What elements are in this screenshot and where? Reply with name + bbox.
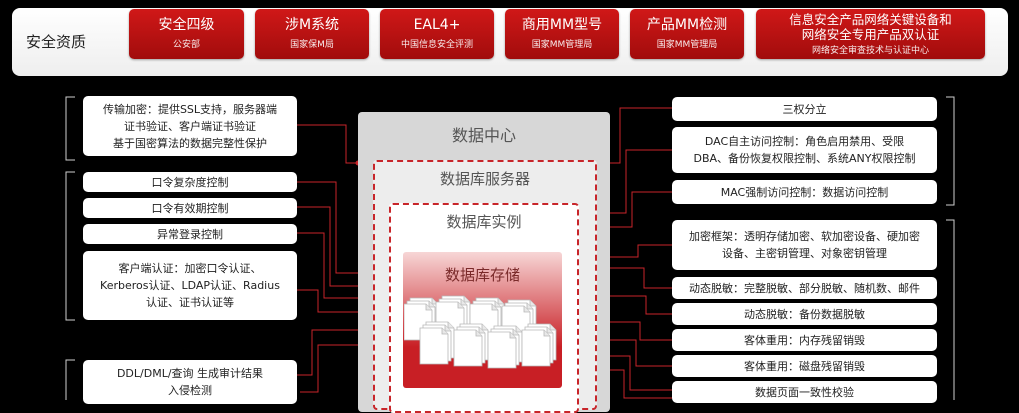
data-center-label: 数据中心 xyxy=(451,126,516,145)
dac-control-box: DAC自主访问控制：角色启用禁用、受限 DBA、备份恢复权限控制、系统ANY权限… xyxy=(672,127,937,173)
audit-intrusion-box: DDL/DML/查询 生成审计结果 入侵检测 xyxy=(83,360,297,404)
cert-classified-system: 涉M系统 国家保M局 xyxy=(255,9,369,59)
left-bracket xyxy=(65,359,75,400)
cert-dual-certification: 信息安全产品网络关键设备和 网络安全专用产品双认证 网络安全审查技术与认证中心 xyxy=(756,9,985,59)
cert-title: 安全四级 xyxy=(158,17,215,33)
memory-residue-box: 客体重用：内存残留销毁 xyxy=(672,329,937,351)
mac-control-box: MAC强制访问控制：数据访问控制 xyxy=(672,180,937,204)
db-instance-label: 数据库实例 xyxy=(446,213,522,231)
separation-of-powers-box: 三权分立 xyxy=(672,97,937,121)
cert-title: 商用MM型号 xyxy=(521,17,603,33)
cert-commercial-model: 商用MM型号 国家MM管理局 xyxy=(505,9,619,59)
db-storage-label: 数据库存储 xyxy=(444,266,520,284)
backup-masking-box: 动态脱敏：备份数据脱敏 xyxy=(672,303,937,325)
page-consistency-box: 数据页面一致性校验 xyxy=(672,381,937,403)
password-expiry-box: 口令有效期控制 xyxy=(83,198,297,218)
cert-title: 信息安全产品网络关键设备和 网络安全专用产品双认证 xyxy=(789,12,952,42)
dynamic-masking-box: 动态脱敏：完整脱敏、部分脱敏、随机数、邮件 xyxy=(672,277,937,299)
cert-issuer: 公安部 xyxy=(172,40,200,50)
cert-issuer: 国家保M局 xyxy=(290,40,334,50)
encryption-framework-box: 加密框架：透明存储加密、软加密设备、硬加密 设备、主密钥管理、对象密钥管理 xyxy=(672,220,937,270)
cert-product-testing: 产品MM检测 国家MM管理局 xyxy=(630,9,744,59)
right-bracket xyxy=(946,96,955,206)
password-complexity-box: 口令复杂度控制 xyxy=(83,172,297,192)
left-bracket xyxy=(65,96,75,161)
left-bracket xyxy=(65,171,75,321)
db-server-label: 数据库服务器 xyxy=(439,170,530,188)
cert-eal4: EAL4+ 中国信息安全评测 xyxy=(380,9,494,59)
cert-title: 产品MM检测 xyxy=(646,17,728,33)
cert-title: 涉M系统 xyxy=(284,17,340,33)
disk-residue-box: 客体重用：磁盘残留销毁 xyxy=(672,355,937,377)
cert-title: EAL4+ xyxy=(413,17,461,33)
transport-encryption-box: 传输加密：提供SSL支持，服务器端 证书验证、客户端证书验证 基于国密算法的数据… xyxy=(83,96,297,156)
abnormal-login-box: 异常登录控制 xyxy=(83,224,297,244)
cert-issuer: 国家MM管理局 xyxy=(656,40,718,50)
cert-issuer: 中国信息安全评测 xyxy=(400,40,473,50)
qualification-title: 安全资质 xyxy=(26,33,87,51)
client-auth-box: 客户端认证：加密口令认证、 Kerberos认证、LDAP认证、Radius 认… xyxy=(83,251,297,320)
storage-pages-illustration xyxy=(404,295,557,369)
cert-issuer: 国家MM管理局 xyxy=(531,40,593,50)
page-icon xyxy=(404,295,557,369)
right-bracket xyxy=(946,219,955,400)
cert-security-level-4: 安全四级 公安部 xyxy=(129,9,244,59)
cert-issuer: 网络安全审查技术与认证中心 xyxy=(811,46,929,56)
